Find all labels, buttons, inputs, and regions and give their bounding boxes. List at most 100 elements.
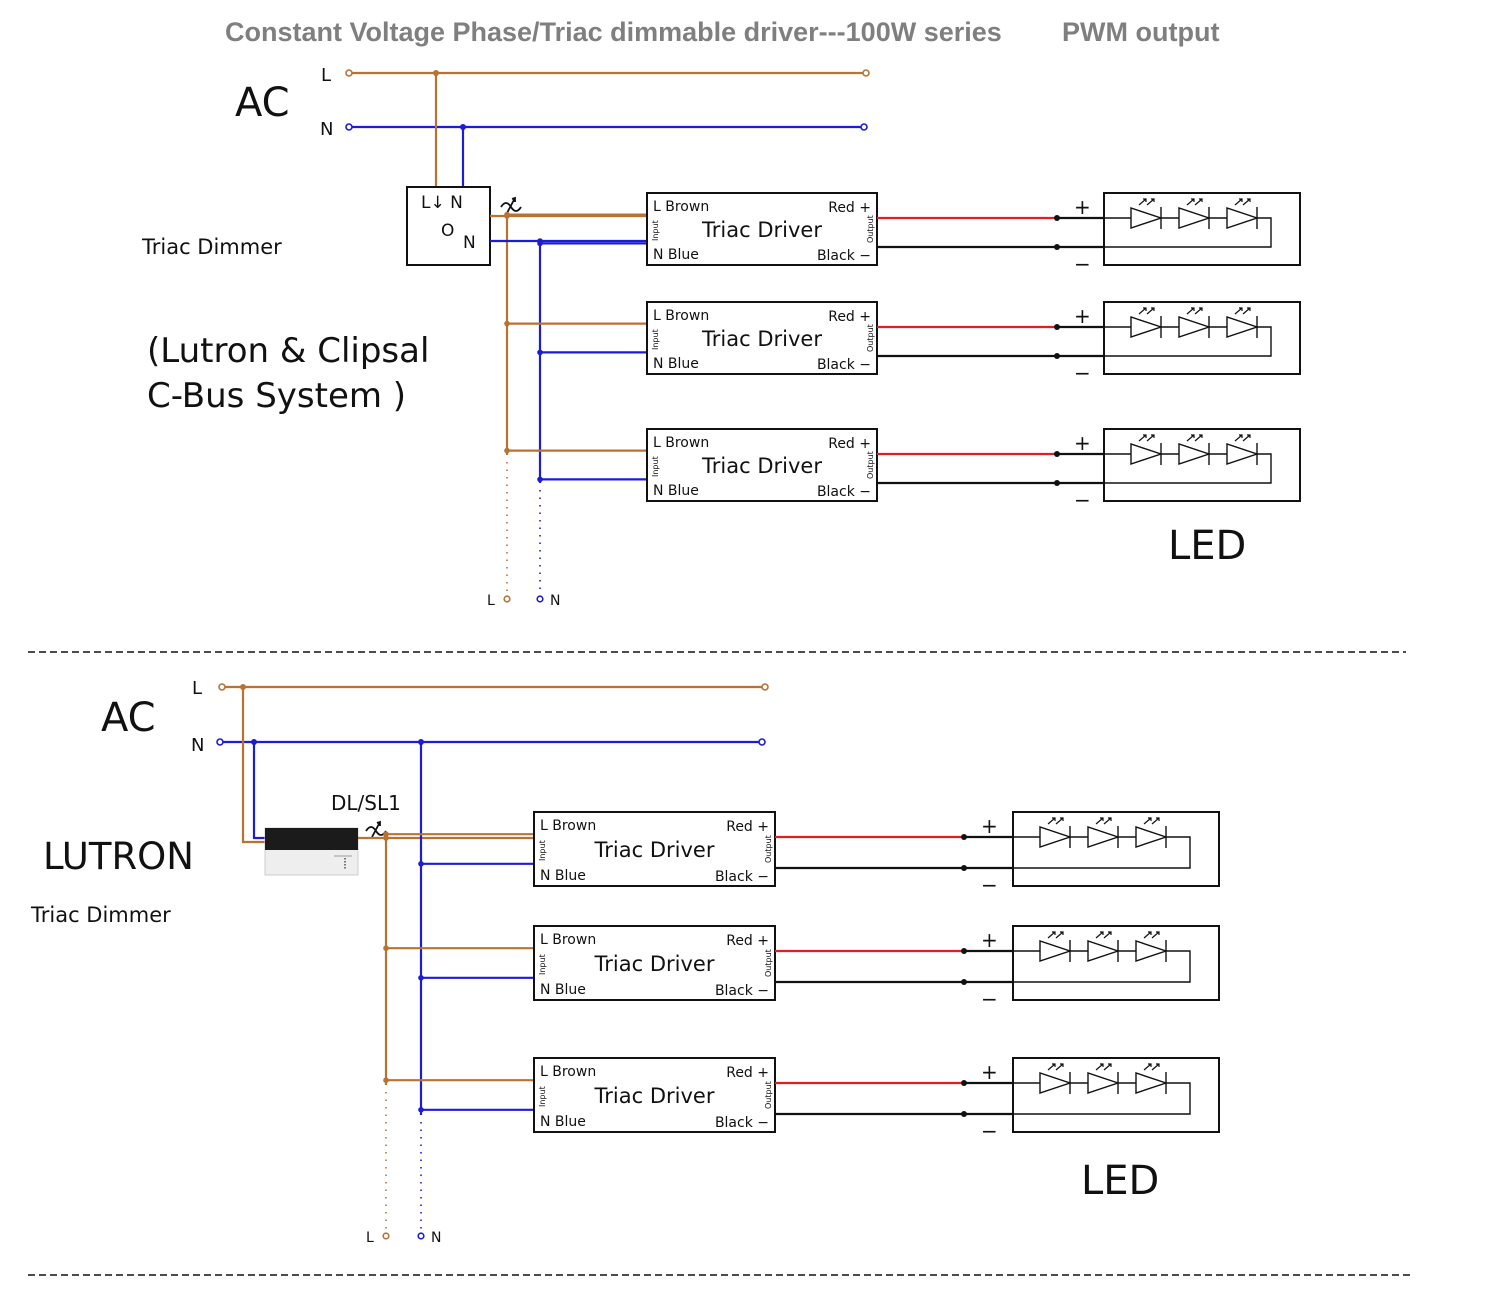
led-diode-icon — [1226, 443, 1260, 465]
driver-input-n-label: N Blue — [540, 982, 586, 998]
dimmer-control-icon — [365, 820, 387, 838]
driver-input-l-label: L Brown — [540, 818, 596, 834]
light-emission-icon — [1138, 434, 1155, 442]
led-diode-icon — [1178, 443, 1212, 465]
light-emission-icon — [1138, 198, 1155, 206]
light-emission-icon — [1047, 931, 1064, 939]
live-tail-label: L — [487, 593, 495, 609]
driver-output-tag: Output — [866, 215, 875, 243]
led-module-box — [1012, 811, 1220, 887]
driver-output-negative-label: Black − — [817, 248, 871, 264]
driver-name: Triac Driver — [701, 327, 822, 351]
negative-connector — [1054, 480, 1060, 486]
live-junction — [433, 70, 439, 76]
driver-input-n-label: N Blue — [653, 356, 699, 372]
light-emission-icon — [1095, 1063, 1112, 1071]
dimmer-terminal-out: N — [463, 233, 476, 253]
triac-driver-box — [646, 301, 878, 375]
live-bus-terminal — [218, 683, 226, 691]
n-label: N — [191, 735, 204, 756]
driver-output-negative-label: Black − — [817, 357, 871, 373]
positive-connector — [961, 1080, 967, 1086]
ac-label: AC — [235, 80, 290, 126]
led-diode-icon — [1087, 940, 1121, 962]
led-diode-icon — [1130, 207, 1164, 229]
positive-connector — [961, 948, 967, 954]
diagram-title-suffix: PWM output — [1062, 17, 1219, 47]
led-plus-label: + — [1074, 431, 1091, 455]
led-diode-icon — [1039, 826, 1073, 848]
light-emission-icon — [1186, 198, 1203, 206]
positive-connector — [1054, 215, 1060, 221]
top-section: AC L N L↓ N O N Triac Dimmer (Lutron & C… — [141, 65, 1301, 609]
driver-output-positive-label: Red + — [828, 436, 871, 452]
driver-live-junction — [383, 831, 389, 837]
driver-output-tag: Output — [764, 835, 773, 863]
driver-neutral-junction — [537, 476, 543, 483]
negative-connector — [961, 1111, 967, 1117]
led-diode-icon — [1087, 826, 1121, 848]
driver-input-l-label: L Brown — [540, 1064, 596, 1080]
neutral-junction — [251, 739, 257, 745]
led-minus-label: − — [981, 873, 998, 897]
dimmer-system-line2: C-Bus System ) — [147, 376, 406, 416]
led-diode-icon — [1135, 940, 1169, 962]
driver-input-l-label: L Brown — [653, 199, 709, 215]
led-module-box — [1103, 192, 1301, 266]
driver-input-n-label: N Blue — [540, 1114, 586, 1130]
driver-neutral-junction — [418, 1107, 424, 1113]
led-module-box — [1012, 925, 1220, 1001]
led-diode-icon — [1178, 207, 1212, 229]
driver-input-tag: Input — [538, 840, 547, 861]
led-plus-label: + — [981, 1060, 998, 1084]
triac-driver-box — [533, 925, 776, 1001]
led-plus-label: + — [1074, 304, 1091, 328]
driver-input-tag: Input — [538, 954, 547, 975]
driver-live-junction — [504, 447, 510, 454]
driver-input-l-label: L Brown — [653, 435, 709, 451]
driver-name: Triac Driver — [594, 952, 715, 976]
neutral-junction — [418, 739, 424, 745]
bottom-section: AC L N DL/SL1 LUTRON Triac Dimmer — [30, 678, 1220, 1246]
positive-connector — [1054, 324, 1060, 330]
negative-connector — [1054, 244, 1060, 250]
live-tail-terminal — [382, 1232, 390, 1240]
led-minus-label: − — [981, 987, 998, 1011]
driver-name: Triac Driver — [594, 1084, 715, 1108]
driver-live-junction — [383, 1077, 389, 1083]
led-diode-icon — [1226, 316, 1260, 338]
ac-label: AC — [101, 695, 156, 741]
light-emission-icon — [1143, 1063, 1160, 1071]
light-emission-icon — [1186, 434, 1203, 442]
live-bus-end — [862, 69, 870, 77]
neutral-drop — [252, 742, 265, 840]
led-module-box — [1103, 428, 1301, 502]
negative-connector — [1054, 353, 1060, 359]
led-diode-icon — [1130, 443, 1164, 465]
driver-live-junction — [504, 211, 510, 218]
driver-neutral-junction — [537, 349, 543, 356]
driver-output-tag: Output — [764, 1081, 773, 1109]
live-drop — [241, 687, 265, 844]
neutral-bus-end — [758, 738, 766, 746]
led-minus-label: − — [1074, 252, 1091, 276]
led-diode-icon — [1178, 316, 1212, 338]
driver-name: Triac Driver — [701, 454, 822, 478]
neutral-junction — [460, 124, 466, 130]
triac-driver-box — [646, 192, 878, 266]
neutral-tail-terminal — [536, 595, 544, 603]
driver-neutral-junction — [418, 861, 424, 867]
driver-live-junction — [383, 945, 389, 951]
brand-label: LUTRON — [43, 835, 194, 878]
dimmer-model-label: DL/SL1 — [331, 791, 401, 815]
negative-connector — [961, 865, 967, 871]
dimmer-title: Triac Dimmer — [30, 903, 171, 927]
led-module-box — [1012, 1057, 1220, 1133]
positive-connector — [961, 834, 967, 840]
led-diode-icon — [1039, 940, 1073, 962]
